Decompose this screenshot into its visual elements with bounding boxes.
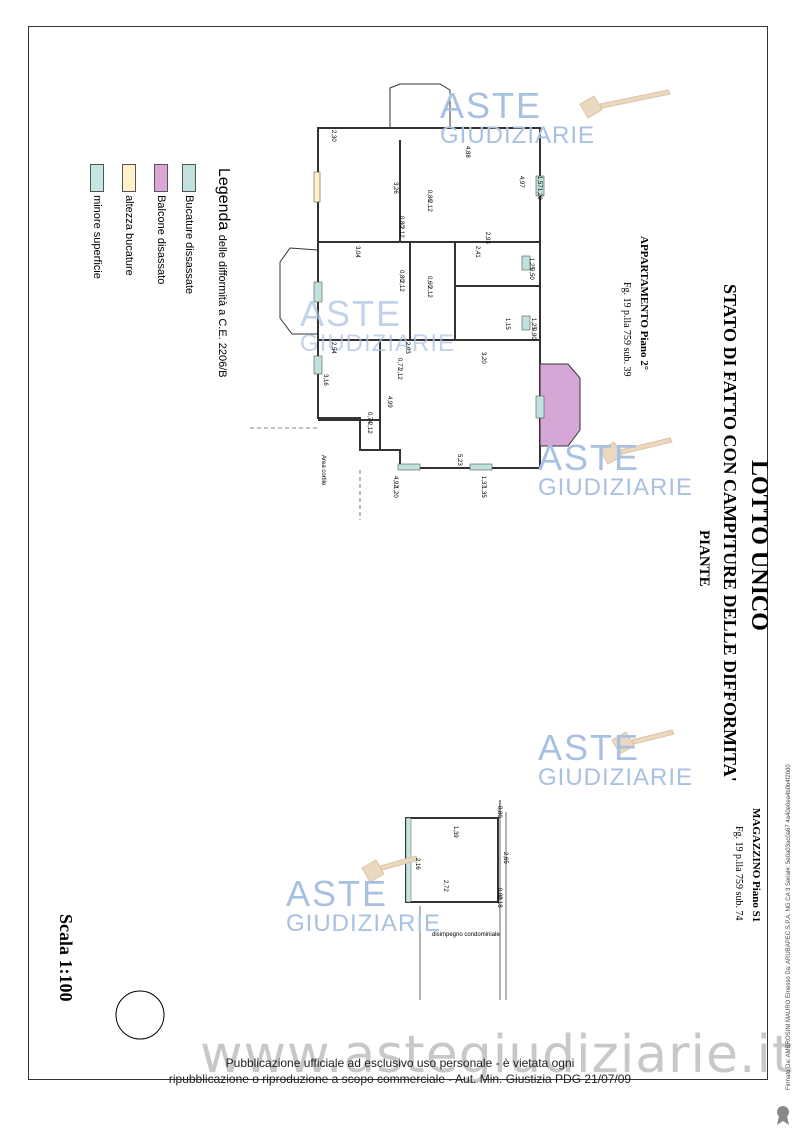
warehouse-dimension: 2,65 [502, 852, 508, 864]
watermark-site-url: www.astegiudiziarie.it [200, 1025, 794, 1085]
apartment-dimension: 1,35 [480, 486, 486, 498]
warehouse-dimension: 1,39 [452, 826, 458, 838]
warehouse-cadastre: Fg. 19 p.lla 759 sub. 74 [733, 826, 744, 921]
window-mark [469, 463, 493, 471]
apartment-dimension: 1,57 [536, 176, 542, 188]
footer-line-2: ripubblicazione o riproduzione a scopo c… [168, 1072, 632, 1086]
ribbon-badge-icon [777, 1106, 789, 1125]
apartment-dimension: 2,12 [366, 422, 372, 434]
window-mark [313, 281, 323, 303]
apartment-dimension: 2,12 [426, 200, 432, 212]
sheet-frame [28, 26, 768, 1080]
apartment-dimension: 4,99 [386, 396, 392, 408]
window-mark [397, 463, 421, 471]
legend-item: Bucature dissassate [182, 164, 196, 294]
legend-swatch [154, 164, 168, 192]
warehouse-heading: MAGAZZINO Piano S1 [750, 808, 762, 923]
balcony-disassato-hatch [539, 363, 581, 447]
apartment-dimension: 3,16 [322, 374, 328, 386]
courtyard-note: Area cortile [320, 455, 326, 486]
apartment-dimension: 5,23 [456, 454, 462, 466]
apartment-dimension: 1,20 [536, 188, 542, 200]
apartment-dimension: 0,90 [530, 328, 536, 340]
apartment-dimension: 2,30 [330, 130, 336, 142]
apartment-dimension: 0,50 [528, 268, 534, 280]
title-lotto-unico: LOTTO UNICO [746, 460, 772, 631]
apartment-dimension: 3,20 [480, 352, 486, 364]
apartment-dimension: 2,03 [404, 342, 410, 354]
apartment-dimension: 2,12 [396, 368, 402, 380]
apartment-dimension: 3,04 [354, 246, 360, 258]
window-mark [521, 255, 531, 271]
apartment-heading: APPARTAMENTO Piano 2° [638, 236, 650, 371]
title-stato-di-fatto: STATO DI FATTO CON CAMPITURE DELLE DIFFO… [720, 284, 740, 782]
apartment-dimension: 3,26 [392, 182, 398, 194]
window-mark [521, 315, 531, 331]
apartment-dimension: 4,88 [464, 146, 470, 158]
warehouse-corridor: disimpegno condominiale [432, 932, 500, 938]
warehouse-dimension: 2,18 [496, 896, 502, 908]
apartment-dimension: 2,93 [484, 232, 490, 244]
legend-item: minore superficie [90, 164, 104, 279]
balcony-left [279, 247, 319, 335]
legend-swatch [122, 164, 136, 192]
legend-swatch [90, 164, 104, 192]
apartment-dimension: 1,20 [392, 486, 398, 498]
legend-title: Legenda delle difformità a C.E. 2206/B [215, 168, 232, 378]
warehouse-dimension: 2,16 [414, 858, 420, 870]
warehouse-dimension: 2,72 [442, 880, 448, 892]
legend-item: Balcone disassato [154, 164, 168, 284]
apartment-dimension: 2,12 [398, 280, 404, 292]
apartment-dimension: 2,12 [426, 286, 432, 298]
north-arrow-icon [115, 990, 165, 1040]
apartment-dimension: 2,12 [398, 226, 404, 238]
window-mark [313, 355, 323, 375]
title-piante: PIANTE [696, 530, 712, 587]
window-mark [535, 395, 545, 419]
scale-label: Scala 1:100 [56, 914, 76, 1002]
apartment-dimension: 2,54 [330, 342, 336, 354]
digital-signature-note: Firmato Da: AMBROSINI MAURO Emesso Da: A… [786, 764, 792, 1090]
footer-line-1: Pubblicazione ufficiale ad esclusivo uso… [225, 1056, 575, 1070]
legend-item: altezza bucature [122, 164, 136, 276]
legend-swatch [182, 164, 196, 192]
window-mark [535, 175, 545, 197]
window-height-mark [313, 171, 321, 203]
warehouse-dimension: 0,80 [496, 806, 502, 818]
apartment-dimension: 2,41 [474, 246, 480, 258]
apartment-dimension: 4,97 [518, 176, 524, 188]
apartment-dimension: 1,15 [504, 318, 510, 330]
apartment-cadastre: Fg. 19 p.lla 759 sub. 39 [621, 282, 632, 377]
balcony-top [389, 83, 451, 129]
